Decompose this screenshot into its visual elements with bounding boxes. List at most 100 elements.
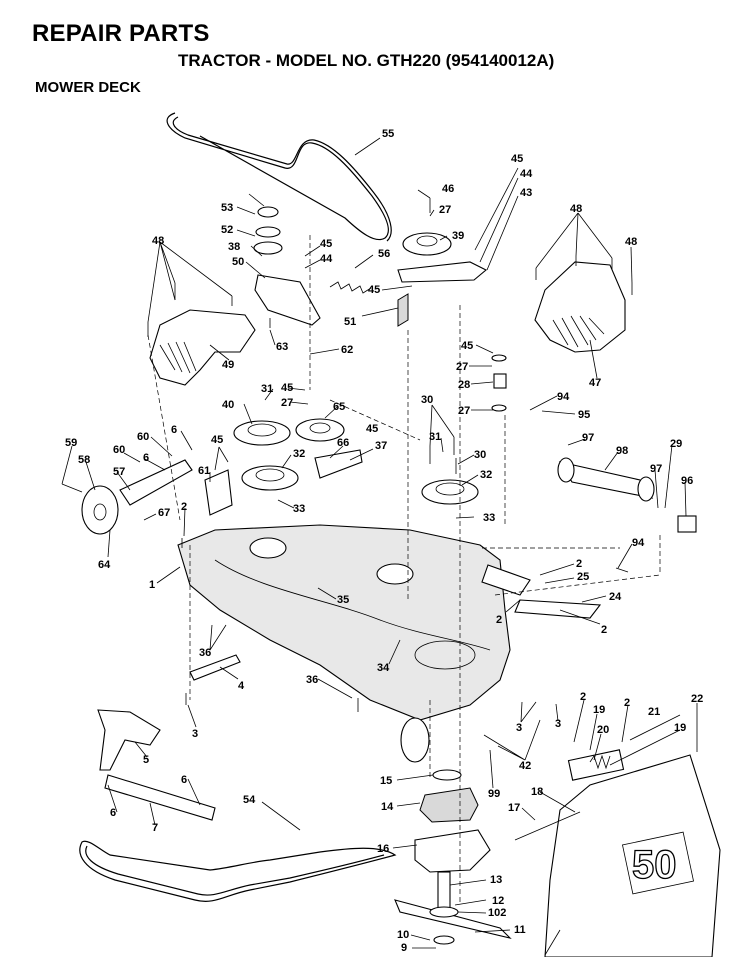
front-link	[104, 774, 216, 821]
callout-label: 16	[377, 843, 389, 855]
callout-label: 46	[442, 183, 454, 195]
callout-label: 99	[488, 788, 500, 800]
callout-label: 60	[137, 431, 149, 443]
callout-label: 6	[143, 452, 149, 464]
callout-label: 25	[577, 571, 589, 583]
deck-wheel-front	[400, 717, 430, 763]
callout-label: 66	[337, 437, 349, 449]
callout-label: 52	[221, 224, 233, 236]
deck-spindle-center	[376, 563, 414, 585]
callout-label: 37	[375, 440, 387, 452]
center-idler-pulley	[295, 418, 345, 442]
section-title: MOWER DECK	[35, 79, 141, 96]
callout-label: 40	[222, 399, 234, 411]
callout-label: 22	[691, 693, 703, 705]
callout-label: 96	[681, 475, 693, 487]
callout-label: 44	[320, 253, 333, 265]
callout-label: 3	[192, 728, 198, 740]
callout-label: 1	[149, 579, 155, 591]
callout-label: 2	[601, 624, 607, 636]
callout-label: 31	[429, 431, 441, 443]
callout-label: 27	[281, 397, 293, 409]
callout-label: 47	[589, 377, 601, 389]
callout-label: 21	[648, 706, 660, 718]
pulley-bracket	[314, 449, 363, 479]
callout-label: 67	[158, 507, 170, 519]
spindle-housing	[419, 787, 479, 823]
callout-label: 2	[580, 691, 586, 703]
callout-label: 42	[519, 760, 531, 772]
callout-label: 27	[458, 405, 470, 417]
callout-label: 30	[421, 394, 433, 406]
idler-arm	[397, 261, 487, 283]
deck-hanger	[97, 709, 161, 771]
callout-label: 6	[171, 424, 177, 436]
callout-label: 18	[531, 786, 543, 798]
callout-label: 7	[152, 822, 158, 834]
callout-label: 6	[181, 774, 187, 786]
callout-label: 19	[593, 704, 605, 716]
callout-label: 17	[508, 802, 520, 814]
callout-label: 48	[570, 203, 582, 215]
callout-label: 56	[378, 248, 390, 260]
callout-label: 48	[152, 235, 164, 247]
callout-label: 45	[461, 340, 473, 352]
callout-label: 55	[382, 128, 394, 140]
callout-label: 27	[456, 361, 468, 373]
callout-label: 45	[320, 238, 332, 250]
callout-label: 35	[337, 594, 349, 606]
callout-label: 97	[582, 432, 594, 444]
callout-label: 4	[238, 680, 245, 692]
callout-label: 11	[514, 924, 526, 936]
leader-lines	[61, 137, 698, 956]
callout-label: 9	[401, 942, 407, 954]
callout-label: 45	[368, 284, 380, 296]
callout-label: 31	[261, 383, 273, 395]
callout-label: 38	[228, 241, 240, 253]
callout-label: 3	[555, 718, 561, 730]
chute-hinge-bracket	[567, 749, 625, 781]
callout-label: 43	[520, 187, 532, 199]
callout-label: 45	[281, 382, 293, 394]
callout-label: 44	[520, 168, 533, 180]
left-belt-cover	[149, 309, 256, 386]
right-belt-cover	[534, 261, 626, 353]
callout-label: 50	[232, 256, 244, 268]
left-spindle-pulley	[233, 420, 291, 446]
callout-label: 102	[488, 907, 506, 919]
right-blade-pulley	[421, 479, 479, 505]
callout-label: 20	[597, 724, 609, 736]
callout-label: 5	[143, 754, 149, 766]
callout-label: 6	[110, 807, 116, 819]
callout-label: 64	[98, 559, 111, 571]
wheel-arm	[119, 459, 193, 506]
spindle-shield	[414, 829, 491, 873]
callout-label: 3	[516, 722, 522, 734]
callout-label: 33	[293, 503, 305, 515]
callout-label: 58	[78, 454, 90, 466]
callout-label: 36	[199, 647, 211, 659]
callout-label: 30	[474, 449, 486, 461]
chute-size-text: 50	[632, 843, 677, 887]
callout-label: 57	[113, 466, 125, 478]
callout-label: 2	[576, 558, 582, 570]
callout-label: 51	[344, 316, 356, 328]
model-subtitle: TRACTOR - MODEL NO. GTH220 (954140012A)	[178, 51, 555, 70]
callout-label: 65	[333, 401, 345, 413]
callout-label: 34	[377, 662, 390, 674]
callout-label: 2	[496, 614, 502, 626]
callout-label: 48	[625, 236, 637, 248]
callout-label: 49	[222, 359, 234, 371]
callout-label: 62	[341, 344, 353, 356]
anti-scalp-plate	[397, 293, 409, 327]
callout-label: 2	[624, 697, 630, 709]
callout-label: 60	[113, 444, 125, 456]
callout-label: 15	[380, 775, 392, 787]
callout-label: 94	[632, 537, 645, 549]
part-drawings: 50	[61, 112, 721, 957]
callout-label: 97	[650, 463, 662, 475]
callout-label: 29	[670, 438, 682, 450]
spindle-shaft	[437, 871, 451, 909]
deck-belt	[79, 840, 397, 902]
